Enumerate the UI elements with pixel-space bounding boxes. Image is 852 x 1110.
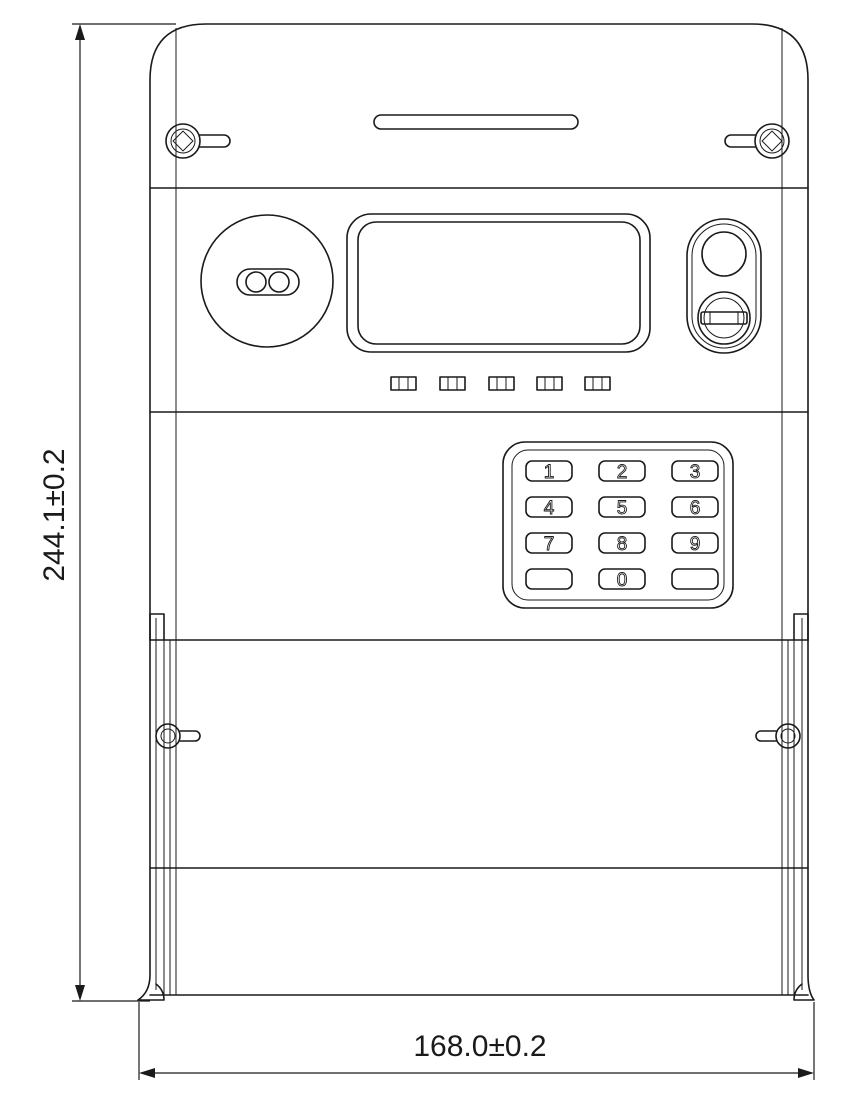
keypad-key-3[interactable]: 3 [671,460,719,483]
top-left-screw [165,123,231,159]
button-and-lock-module [686,218,762,354]
keypad-key-0[interactable]: 0 [598,568,646,591]
width-dimension-label: 168.0±0.2 [413,1030,546,1063]
meter-upper-housing [149,23,809,641]
keypad-key-label: 7 [544,534,555,555]
terminal-cover [137,613,815,1001]
keypad-key-7[interactable]: 7 [525,532,573,555]
keypad-key-8[interactable]: 8 [598,532,646,555]
lcd-display [346,213,651,353]
push-button-icon [701,231,747,277]
optical-port [200,214,334,348]
keypad-key-label: 0 [617,570,628,591]
cover-left-screw [155,723,201,749]
keypad-key-1[interactable]: 1 [525,460,573,483]
keypad-key-label: 8 [617,534,628,555]
seal-lock-icon [697,291,751,345]
led-indicator [584,376,611,391]
keypad-key-label: 6 [690,498,701,519]
top-right-screw [724,123,790,159]
keypad-key-label: 5 [617,498,628,519]
led-indicator [536,376,563,391]
height-dimension-label: 244.1±0.2 [38,448,71,581]
led-indicator [439,376,466,391]
width-dimension: 168.0±0.2 [138,1002,815,1080]
keypad-key-blank[interactable] [671,568,719,590]
keypad-keys: 1 2 3 4 5 6 7 8 9 0 [525,460,719,591]
top-slot [373,114,579,130]
keypad-key-label: 3 [690,462,701,483]
keypad-key-label: 2 [617,462,628,483]
cover-right-screw [755,723,801,749]
keypad-key-4[interactable]: 4 [525,496,573,519]
keypad-key-blank[interactable] [525,568,573,590]
height-dimension: 244.1±0.2 [38,23,176,1002]
keypad-key-2[interactable]: 2 [598,460,646,483]
keypad-key-label: 4 [544,498,555,519]
keypad-key-6[interactable]: 6 [671,496,719,519]
keypad: 1 2 3 4 5 6 7 8 9 0 [502,441,734,609]
keypad-key-label: 1 [544,462,555,483]
led-indicator [488,376,515,391]
keypad-key-5[interactable]: 5 [598,496,646,519]
keypad-key-label: 9 [690,534,701,555]
keypad-key-9[interactable]: 9 [671,532,719,555]
led-indicators [390,376,611,391]
led-indicator [390,376,417,391]
